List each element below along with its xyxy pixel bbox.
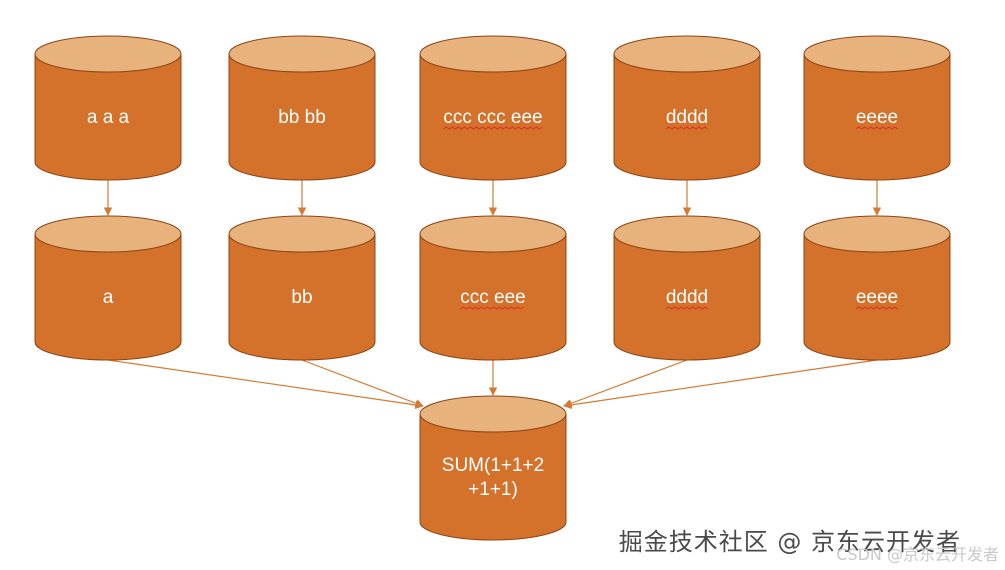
node-label: ccc ccc eee — [443, 107, 542, 128]
arrow-mid5-to-sum — [563, 359, 878, 410]
cylinder-top — [803, 35, 951, 73]
cylinder-body — [803, 233, 951, 361]
cylinder-top — [419, 35, 567, 73]
cylinder-node-mid3: ccc eee — [419, 215, 567, 361]
cylinder-top — [419, 215, 567, 253]
watermark-sub: CSDN @京东云开发者 — [836, 545, 999, 564]
cylinder-node-sum: SUM(1+1+2 +1+1) — [419, 395, 567, 541]
node-label: SUM(1+1+2 — [442, 455, 544, 476]
cylinder-top — [803, 215, 951, 253]
cylinder-body — [228, 233, 376, 361]
cylinder-node-in4: dddd — [613, 35, 761, 181]
node-label: a — [103, 287, 114, 308]
arrow-mid1-to-sum — [107, 359, 424, 410]
cylinder-body — [34, 53, 182, 181]
cylinder-body — [228, 53, 376, 181]
node-label: eeee — [856, 287, 898, 308]
cylinder-node-in5: eeee — [803, 35, 951, 181]
spellcheck-underline — [459, 306, 524, 310]
cylinder-body — [613, 53, 761, 181]
cylinder-body — [419, 233, 567, 361]
spellcheck-underline — [855, 306, 899, 310]
arrow-mid2-to-sum — [301, 359, 424, 408]
cylinder-body — [803, 53, 951, 181]
arrow-mid4-to-sum — [563, 359, 688, 408]
watermark-main: 掘金技术社区 @ 京东云开发者 — [618, 528, 961, 556]
cylinder-top — [228, 35, 376, 73]
cylinder-top — [613, 35, 761, 73]
edges-layer — [103, 180, 882, 410]
spellcheck-underline — [443, 126, 543, 130]
cylinder-top — [34, 35, 182, 73]
node-label: bb bb — [278, 107, 326, 128]
cylinder-body — [419, 413, 567, 541]
cylinder-top — [613, 215, 761, 253]
cylinder-node-mid5: eeee — [803, 215, 951, 361]
cylinder-node-in2: bb bb — [228, 35, 376, 181]
cylinder-node-mid1: a — [34, 215, 182, 361]
cylinder-top — [419, 395, 567, 433]
cylinder-node-in1: a a a — [34, 35, 182, 181]
node-label: +1+1) — [468, 479, 518, 500]
nodes-layer: a a a bb bb ccc ccc eee dddd eeee a bb ccc eee d… — [34, 35, 951, 541]
cylinder-body — [613, 233, 761, 361]
node-label: bb — [291, 287, 312, 308]
cylinder-node-in3: ccc ccc eee — [419, 35, 567, 181]
spellcheck-underline — [855, 126, 899, 130]
cylinder-body — [419, 53, 567, 181]
node-label: eeee — [856, 107, 898, 128]
spellcheck-underline — [665, 126, 709, 130]
cylinder-node-mid4: dddd — [613, 215, 761, 361]
cylinder-body — [34, 233, 182, 361]
cylinder-top — [34, 215, 182, 253]
node-label: dddd — [666, 107, 708, 128]
cylinder-node-mid2: bb — [228, 215, 376, 361]
spellcheck-underline — [665, 306, 709, 310]
node-label: a a a — [87, 107, 130, 128]
node-label: dddd — [666, 287, 708, 308]
cylinder-top — [228, 215, 376, 253]
node-label: ccc eee — [460, 287, 525, 308]
